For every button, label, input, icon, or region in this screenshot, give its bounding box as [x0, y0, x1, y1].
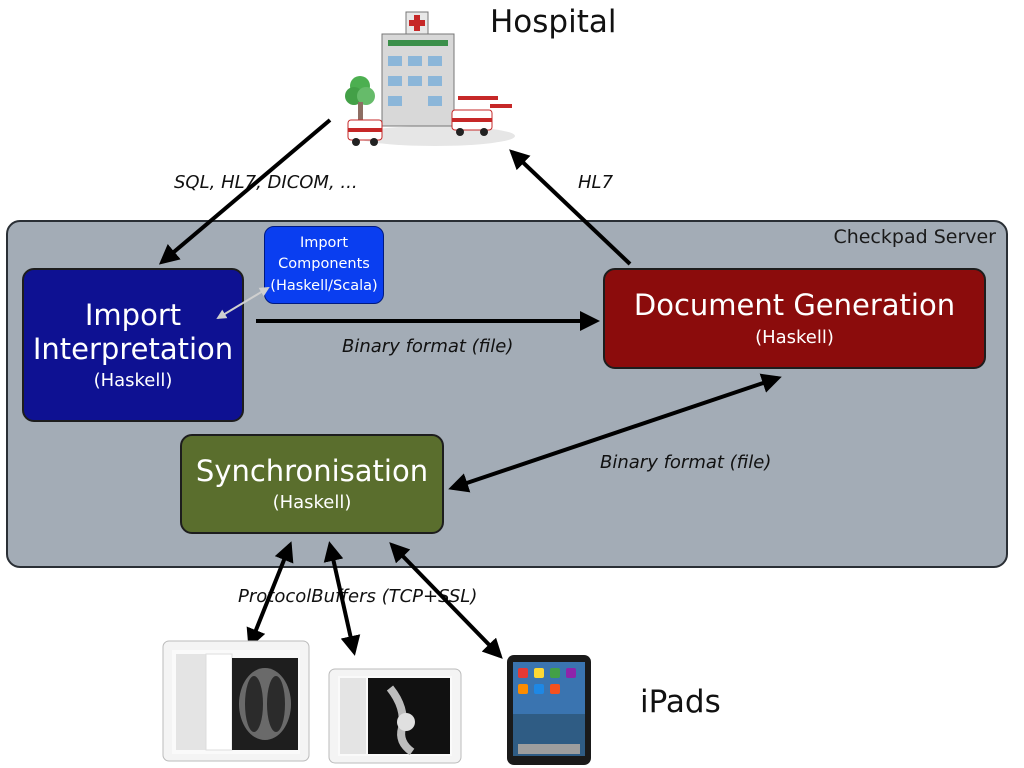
- components-line2: Components: [278, 256, 370, 273]
- ipad-home-icon: [507, 655, 591, 765]
- import-line2: Interpretation: [32, 331, 234, 366]
- arrow-sync-ipad-1: [246, 541, 294, 649]
- arrow-docgen-sync: [448, 373, 782, 493]
- ipads-title: iPads: [640, 684, 721, 720]
- arrow-sync-ipad-2: [323, 541, 361, 656]
- ipad-xray-icon: [162, 640, 310, 762]
- edge-label-hospital-import: SQL, HL7, DICOM, ...: [174, 172, 358, 193]
- import-sub: (Haskell): [93, 369, 173, 391]
- document-generation-box: Document Generation (Haskell): [603, 268, 986, 369]
- arrow-sync-ipad-3: [389, 542, 503, 659]
- import-line1: Import: [84, 298, 182, 333]
- server-title: Checkpad Server: [833, 226, 996, 248]
- hospital-lego-icon: [345, 11, 515, 146]
- hospital-title: Hospital: [490, 4, 617, 40]
- arrow-components-import: [216, 286, 270, 320]
- docgen-sub: (Haskell): [755, 326, 834, 348]
- ipad-mri-icon: [328, 668, 462, 764]
- components-line1: Import: [299, 235, 349, 252]
- sync-sub: (Haskell): [272, 492, 352, 514]
- sync-title: Synchronisation: [195, 453, 429, 488]
- synchronisation-box: Synchronisation (Haskell): [180, 434, 444, 534]
- import-interpretation-box: Import Interpretation (Haskell): [22, 268, 244, 422]
- arrow-docgen-to-hospital: [509, 149, 632, 266]
- import-components-box: Import Components (Haskell/Scala): [264, 226, 384, 304]
- components-line3: (Haskell/Scala): [270, 277, 378, 294]
- docgen-title: Document Generation: [633, 288, 956, 323]
- arrow-hospital-to-import: [158, 118, 332, 265]
- edge-label-import-docgen: Binary format (file): [342, 336, 514, 357]
- edge-label-hl7: HL7: [578, 172, 614, 193]
